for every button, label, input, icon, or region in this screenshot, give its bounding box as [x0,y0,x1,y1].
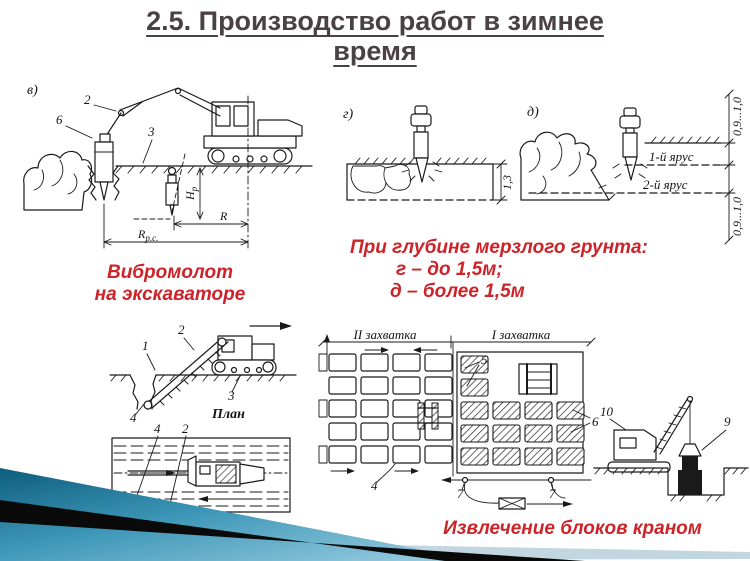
wedge-two-tier-diagram: д) 1-й ярус 2-й ярус 0,9...1,0 [519,89,744,245]
ground-and-pit [593,467,749,502]
caption-depth-line1: При глубине мерзлого грунта: [350,237,648,258]
caption-vibro-line1: Вибромолот [106,262,234,283]
crane-figure [607,395,694,473]
dim-rpc: Rр.с. [137,227,158,243]
crane-callout-10: 10 [600,404,614,419]
callout-2: 2 [84,92,91,107]
callouts-v: 2 6 3 [56,92,155,164]
diagram-v-label: в) [27,83,38,98]
excavator-vibrohammer-diagram: в) 2 6 [23,83,313,249]
dimensions-v: Hр R Rр.с. [103,167,249,249]
blocks-callout-7b: 7 [549,486,556,501]
caption-depth-line2: г – до 1,5м; [396,259,503,280]
excavator-figure [203,95,303,249]
caption-vibrohammer: Вибромолот на экскаваторе [85,262,255,306]
dim-hp: Hр [183,186,199,201]
bar-plan-view: 4 2 4 [111,403,291,513]
plan-callout-4: 4 [154,421,161,436]
boom-and-hammer [94,87,221,201]
dimensions-d: 0,9...1,0 0,9...1,0 [720,89,744,245]
wedge-shallow-diagram: г) 1,3 [343,105,514,205]
blocks-callout-4: 4 [371,478,378,493]
cut-blocks-grid [318,334,454,477]
plan-callout-2: 2 [182,421,189,436]
caption-depth-line3: д – более 1,5м [390,281,525,302]
block-in-pit [678,443,702,495]
tier-1-label: 1-й ярус [649,149,694,164]
bar-callout-1: 1 [142,338,149,353]
callout-3: 3 [147,124,155,139]
callouts-crane: 10 9 [600,404,731,451]
block-cutting-plan-diagram: II захватка I захватка [318,327,599,510]
dim-r: R [219,209,228,223]
blocks-callout-5: 5 [481,352,488,367]
bar-callout-3: 3 [227,388,235,403]
bar-side-view: 1 2 3 План [109,322,297,422]
zone-1-label: I захватка [491,327,551,342]
title-line-2: время [333,36,417,66]
wedge-hammer-d [612,107,648,181]
wedge-hammer-g [401,105,443,183]
ground-and-rubble [23,150,313,211]
crane-diagram: 10 9 [593,395,749,502]
diagram-g-label: г) [343,107,353,122]
tiers-d: 1-й ярус 2-й ярус [528,136,722,194]
crane-callout-9: 9 [724,414,731,429]
bar-callout-4: 4 [130,410,137,425]
dim-top: 0,9...1,0 [730,97,744,136]
plan-label: План [211,407,245,422]
title-line-1: 2.5. Производство работ в зимнее [146,6,604,36]
dim-1-3: 1,3 [500,175,514,190]
blocks-callout-6: 6 [592,414,599,429]
zone-2-label: II захватка [353,327,417,342]
bar-callout-2: 2 [178,322,185,337]
small-hammer-figure [133,153,186,220]
caption-vibro-line2: на экскаваторе [94,284,246,305]
diagram-d-label: д) [527,105,539,120]
dimension-g: 1,3 [492,159,514,205]
tier-2-label: 2-й ярус [643,177,688,192]
dim-bottom: 0,9...1,0 [730,197,744,236]
zone-dimension: II захватка I захватка [318,327,596,349]
caption-frozen-depth: При глубине мерзлого грунта: г – до 1,5м… [350,237,660,303]
bar-machine-diagram: 1 2 3 План 4 2 4 [109,322,297,513]
slide-title: 2.5. Производство работ в зимнее время [0,6,750,66]
rubble-d [519,131,616,201]
callout-6: 6 [56,112,63,127]
caption-extract-text: Извлечение блоков краном [443,518,702,539]
caption-extraction: Извлечение блоков краном [430,518,715,540]
